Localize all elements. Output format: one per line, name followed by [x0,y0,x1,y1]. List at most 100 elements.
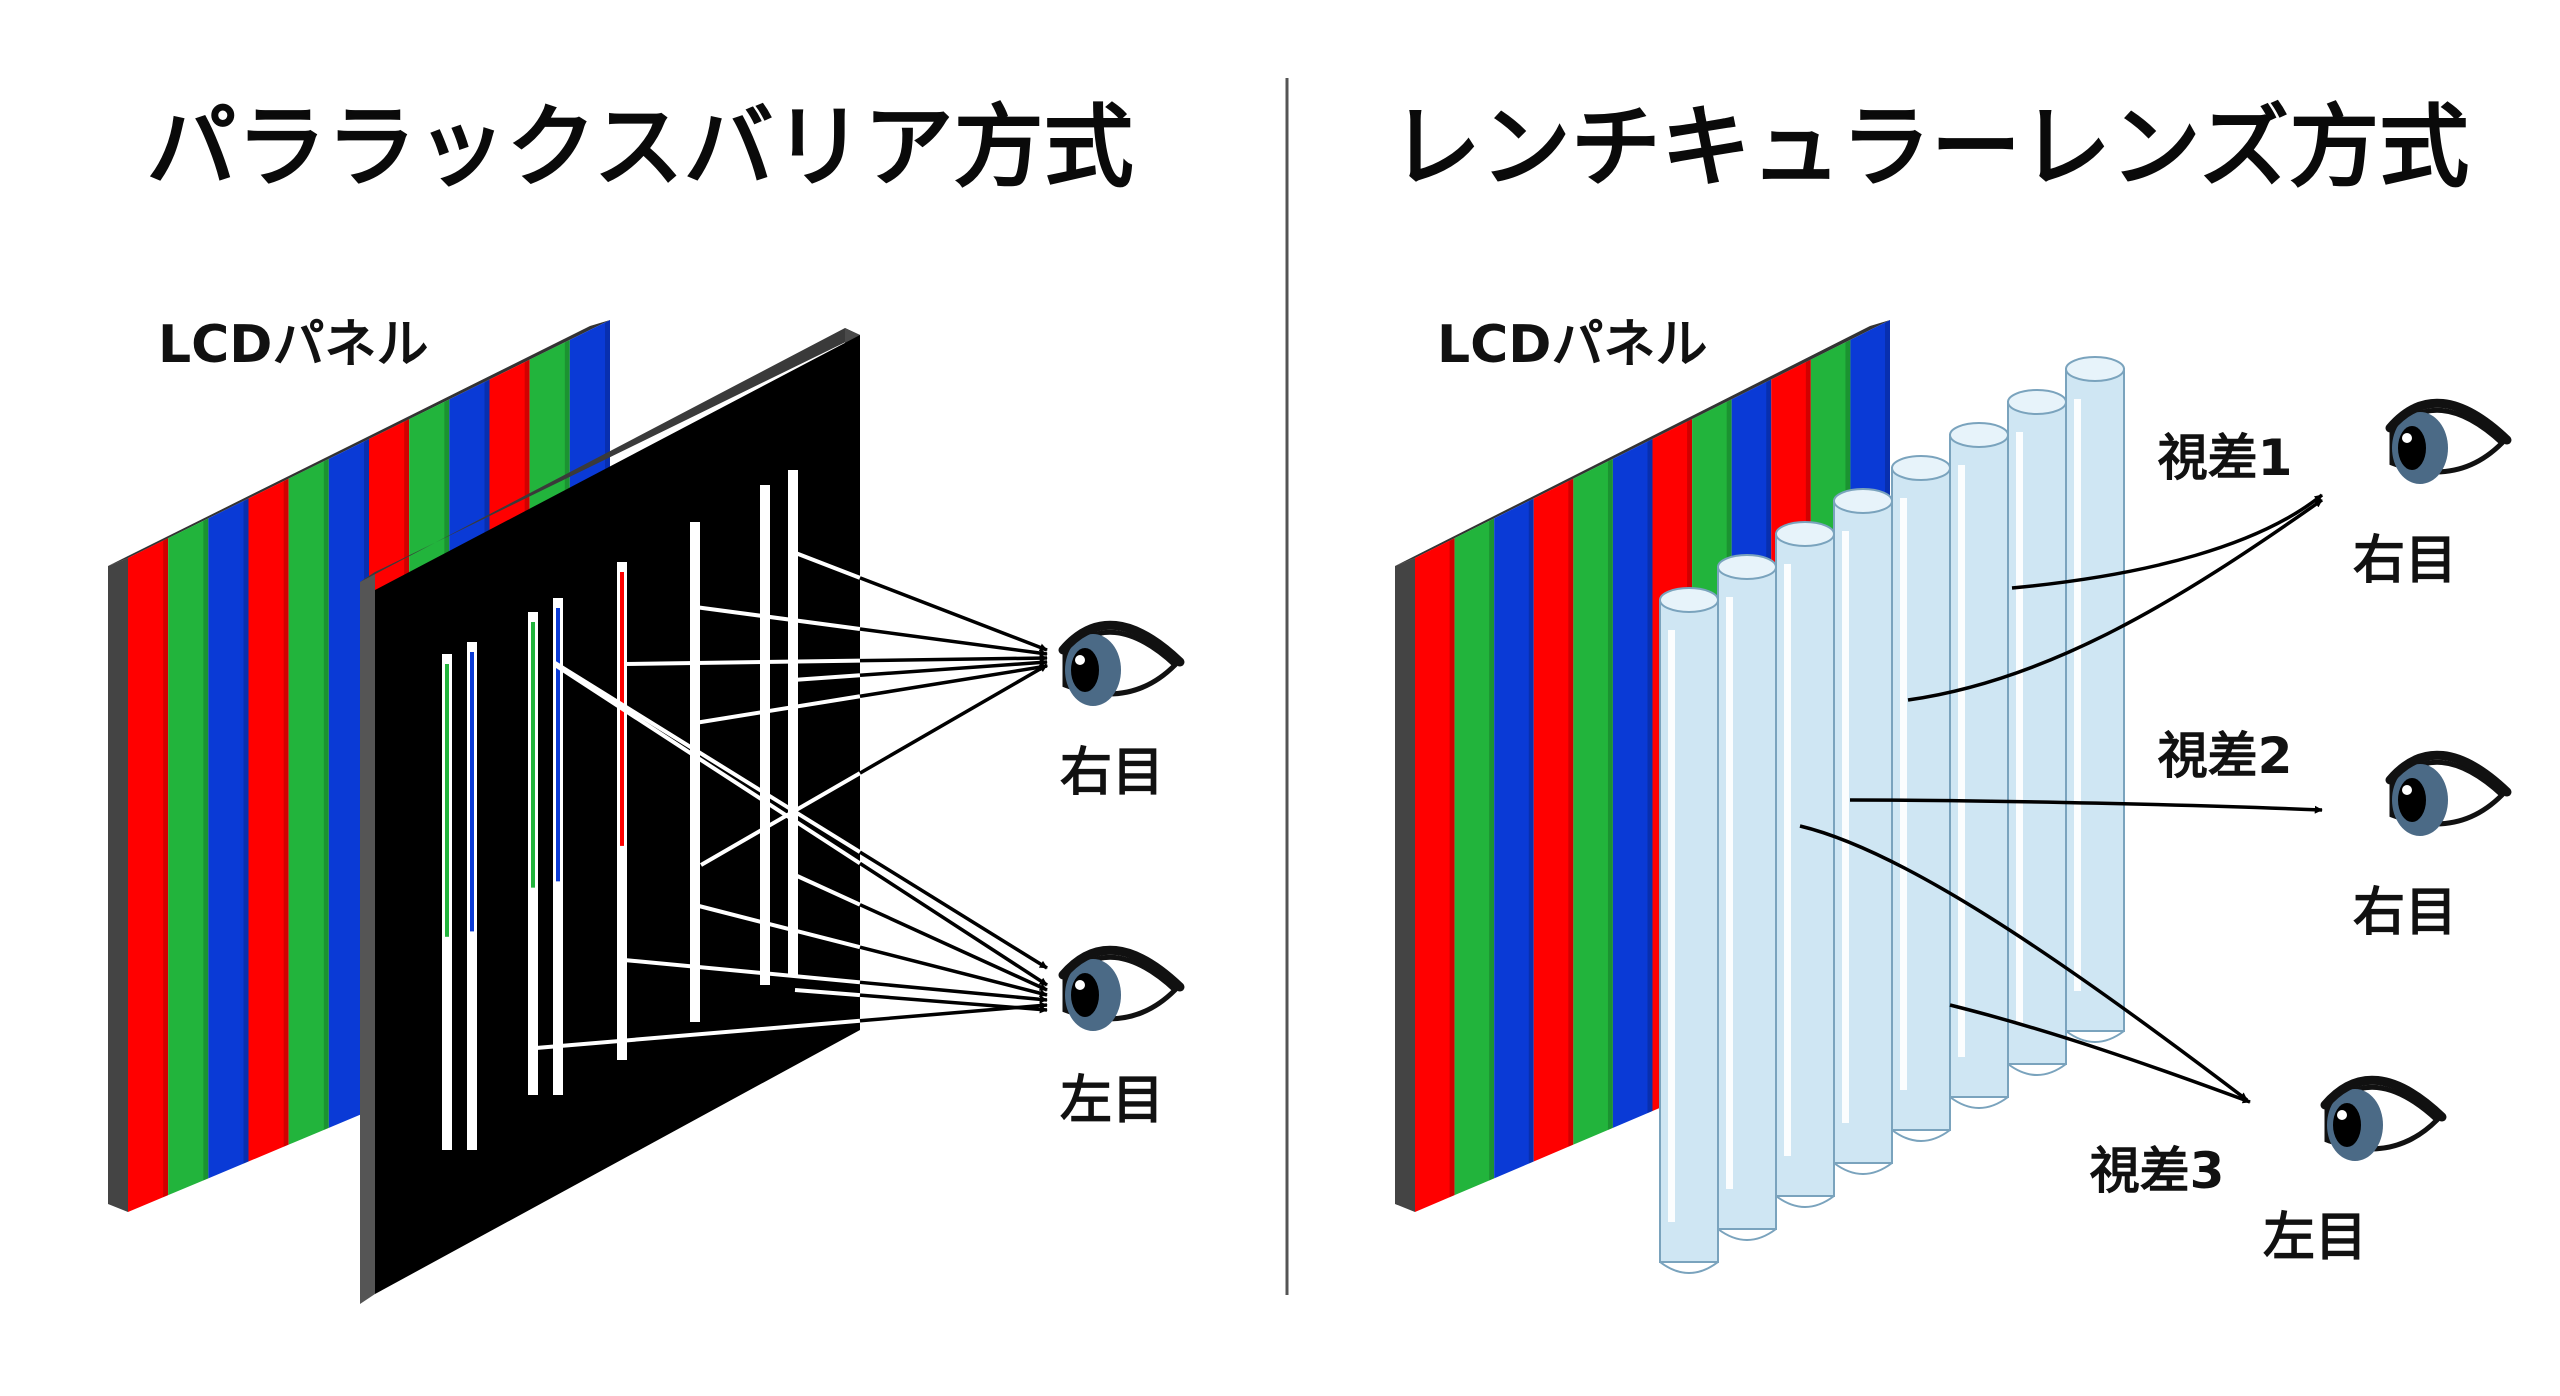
eye-1-right-panel [2385,398,2512,484]
eye-3-right-panel [2320,1075,2447,1161]
lcd-stripe-shadow [1607,458,1613,1130]
slit-pixel-tint [531,622,535,888]
barrier-ray-arrow [859,945,1048,998]
lens-ray-arrow [2011,493,2324,590]
lens-cylinder-top [2007,389,2067,415]
barrier-ray-crossing-arrow [859,663,1048,775]
eye-2-label: 右目 [2353,883,2457,943]
barrier-ray-inner [694,605,861,632]
parallax-barrier-title: パララックスバリア方式 [146,95,1133,200]
slit-pixel-tint [693,532,697,807]
lens-highlight [1842,531,1849,1123]
lcd-subpixel-stripe [1612,439,1653,1128]
lcd-side-edge [1395,558,1415,1212]
lcd-subpixel-stripe [1494,498,1534,1179]
lens-cylinder-base [1891,1129,1951,1142]
slit-pixel-tint [445,664,449,937]
barrier-ray-inner [794,988,861,998]
barrier-ray-inner [792,550,861,580]
lens-cylinder-top [1891,455,1951,481]
lenticular-lens-title: レンチキュラーレンズ方式 [1391,95,2469,200]
barrier-ray-arrow [859,663,1048,699]
barrier-ray-crossing [699,771,862,867]
lcd-stripe-shadow [283,478,289,1147]
lens-cylinder-top [1775,521,1835,547]
eye-lid [1058,620,1185,667]
lcd-subpixel-stripe [1415,538,1455,1212]
lens-cylinder-top [1949,422,2009,448]
barrier-ray-inner [553,663,862,866]
lcd-stripe-shadow [1647,439,1653,1114]
barrier-ray-crossing [553,661,862,854]
barrier-ray-inner [694,903,861,950]
lens-ray-arrow [1849,798,2323,814]
lens-ray-arrow [1907,498,2324,702]
barrier-ray-inner [535,1018,861,1050]
barrier-ray-arrow [859,993,1048,1014]
barrier-ray-inner [694,694,861,725]
lcd-subpixel-stripe [248,478,289,1162]
lens-cylinder-base [1717,1228,1777,1241]
lens-highlight [1784,564,1791,1156]
eye-highlight [1075,980,1085,990]
eye-3-label: 左目 [2263,1208,2367,1268]
barrier-ray-inner [792,673,861,682]
eye-pupil [1071,648,1099,692]
lens-highlight [2074,399,2081,991]
barrier-ray-arrow [859,903,1048,992]
light-rays-lens [1799,493,2324,1104]
right-eye-left-panel [1058,620,1185,706]
right-eye-label-left-panel: 右目 [1060,743,1164,803]
lens-cylinder-base [2007,1063,2067,1076]
eye-lid [2385,750,2512,797]
barrier-ray-inner [794,873,861,907]
lens-cylinder-base [1833,1162,1893,1175]
lcd-subpixel-stripe [208,498,249,1179]
eye-pupil [2398,778,2426,822]
lcd-stripe-shadow [243,498,249,1164]
lens-cylinder-top [1659,587,1719,613]
slit-pixel-tint [470,652,474,932]
parallax-1-label: 視差1 [2158,429,2293,487]
lcd-stripe-shadow [163,538,169,1198]
lenticular-lens-panel: LCDパネル 視差1 視差2 視差3 右目 右目 左目 [1395,315,2512,1274]
barrier-slits [442,470,798,1150]
lcd-subpixel-stripe [168,518,209,1196]
lens-ray-arrow [1799,824,2249,1102]
lens-cylinder-base [1949,1096,2009,1109]
lcd-stripe-shadow [1568,478,1574,1147]
lens-highlight [2016,432,2023,1024]
lcd-subpixel-stripe [128,538,169,1212]
parallax-2-label: 視差2 [2158,727,2293,785]
barrier-ray-arrow [859,627,1048,658]
left-eye-left-panel [1058,945,1185,1031]
eye-highlight [2337,1110,2347,1120]
lcd-stripe-shadow [1449,538,1455,1198]
lens-cylinder-base [2065,1030,2125,1043]
lcd-top-edge [1395,320,1890,566]
slit-pixel-tint [763,495,767,770]
light-rays-barrier [535,550,1048,1050]
lcd-stripe-shadow [323,458,329,1130]
lcd-stripe-shadow [203,518,209,1181]
eye-lid [1058,945,1185,992]
barrier-ray-arrow [859,861,1048,987]
barrier-ray-arrow [859,576,1048,652]
parallax-3-label: 視差3 [2090,1142,2225,1200]
slit-pixel-tint [556,608,560,882]
lens-highlight [1726,597,1733,1189]
barrier-ray-inner [623,658,861,666]
lcd-subpixel-stripe [328,439,369,1128]
eye-2-right-panel [2385,750,2512,836]
lens-highlight [1668,630,1675,1222]
barrier-ray-arrow [859,980,1048,1004]
barrier-ray-inner [623,958,861,985]
eye-highlight [2402,785,2412,795]
lcd-subpixel-stripe [1454,518,1495,1196]
barrier-ray-arrow [859,654,1048,663]
lens-highlight [1900,498,1907,1090]
barrier-ray-arrow [859,658,1048,677]
lens-cylinder-base [1659,1261,1719,1274]
lcd-top-edge [108,320,610,566]
